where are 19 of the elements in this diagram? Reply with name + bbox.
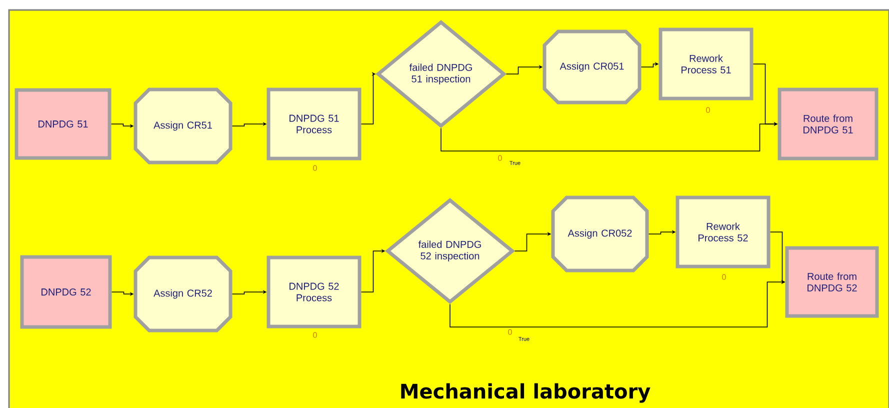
assign-box: Assign CR51: [134, 88, 232, 164]
process-box: DNPDG 51 Process: [266, 88, 362, 160]
counter-label: 0: [722, 274, 726, 280]
counter-label: 0: [706, 107, 710, 113]
assign-box: Assign CR52: [134, 256, 232, 332]
route-box: DNPDG 51: [14, 88, 112, 160]
route-box: Route from DNPDG 52: [785, 246, 879, 318]
assign-box: Assign CR051: [542, 30, 642, 104]
process-box: Rework Process 51: [658, 28, 754, 100]
process-box: Rework Process 52: [676, 196, 770, 268]
route-box: DNPDG 52: [20, 255, 112, 329]
counter-label: 0: [313, 165, 317, 171]
counter-label: 0: [508, 329, 512, 335]
process-box: DNPDG 52 Process: [266, 256, 362, 328]
counter-label: 0: [498, 155, 502, 161]
route-box: Route from DNPDG 51: [778, 88, 878, 160]
title: Mechanical laboratory: [401, 383, 650, 403]
assign-box: Assign CR052: [551, 196, 649, 272]
counter-label: 0: [313, 332, 317, 338]
